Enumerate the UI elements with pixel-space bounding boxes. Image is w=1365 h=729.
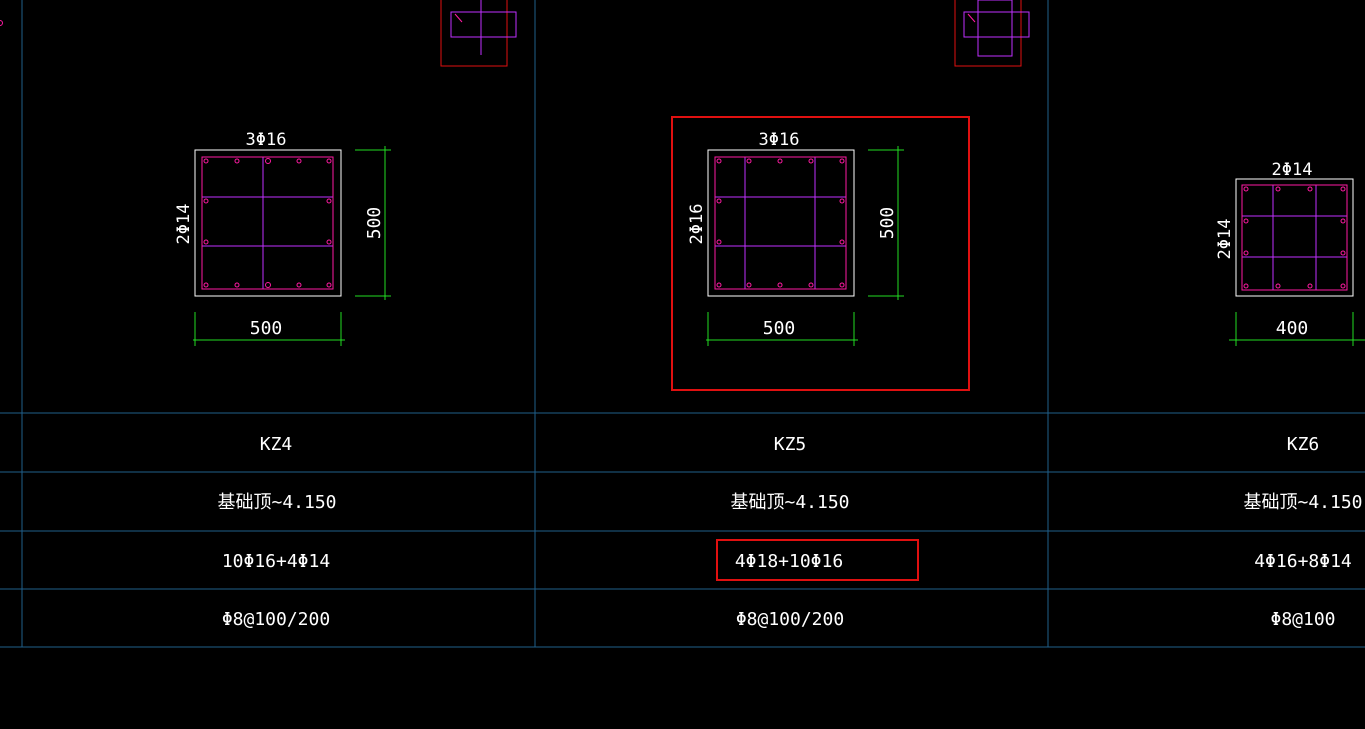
stirrup-detail-thumbnail [440,0,517,67]
cell-elevation-kz4[interactable]: 基础顶~4.150 [217,492,336,513]
table-grid [0,0,1365,648]
table-row-elevation: 基础顶~4.150 基础顶~4.150 基础顶~4.150 [217,492,1362,513]
stirrup-lines [1242,185,1347,290]
dimension-height [355,146,391,300]
cell-name-kz6[interactable]: KZ6 [1287,434,1320,455]
cell-longitudinal-kz5[interactable]: 4Φ18+10Φ16 [735,551,843,572]
stirrup-lines [202,157,333,289]
side-rebar-label: 2Φ16 [687,204,707,245]
cell-name-kz4[interactable]: KZ4 [260,434,293,455]
dimension-height [868,146,904,300]
main-stirrup [201,156,334,290]
side-rebar-label: 2Φ14 [174,204,194,245]
rebar-dots [203,158,332,288]
top-rebar-label: 2Φ14 [1272,160,1313,180]
rebar-dots [716,158,845,288]
rebar-dots [1243,186,1346,289]
dim-width-label: 400 [1276,318,1309,339]
cell-elevation-kz5[interactable]: 基础顶~4.150 [730,492,849,513]
dimension-width [193,312,345,346]
dim-height-label: 500 [877,207,898,240]
cell-stirrup-kz6[interactable]: Φ8@100 [1270,609,1335,630]
column-outline [707,149,855,297]
main-stirrup [1241,184,1348,291]
main-stirrup [714,156,847,290]
column-outline [194,149,342,297]
section-kz6[interactable]: 2Φ14 2Φ14 400 [1215,160,1365,346]
cell-name-kz5[interactable]: KZ5 [774,434,807,455]
table-row-longitudinal: 10Φ16+4Φ14 4Φ18+10Φ16 4Φ16+8Φ14 [222,539,1352,581]
top-rebar-label: 3Φ16 [246,130,287,150]
side-rebar-label: 2Φ14 [1215,219,1235,260]
section-kz5[interactable]: 3Φ16 2Φ16 500 500 [671,0,1030,391]
section-kz4[interactable]: 3Φ16 2Φ14 500 500 [174,0,517,346]
cell-longitudinal-kz4[interactable]: 10Φ16+4Φ14 [222,551,330,572]
stirrup-detail-thumbnail [954,0,1030,67]
cell-stirrup-kz5[interactable]: Φ8@100/200 [736,609,844,630]
column-outline [1235,178,1354,297]
edge-rebar-fragment [0,20,3,26]
cell-stirrup-kz4[interactable]: Φ8@100/200 [222,609,330,630]
highlight-box-longitudinal [716,539,919,581]
dimension-width [706,312,858,346]
top-rebar-label: 3Φ16 [759,130,800,150]
dimension-width [1229,312,1365,346]
dim-width-label: 500 [250,318,283,339]
table-row-name: KZ4 KZ5 KZ6 [260,434,1320,455]
highlight-box-section [671,116,970,391]
dim-height-label: 500 [364,207,385,240]
dim-width-label: 500 [763,318,796,339]
stirrup-lines [715,157,846,289]
cell-longitudinal-kz6[interactable]: 4Φ16+8Φ14 [1254,551,1352,572]
table-row-stirrup: Φ8@100/200 Φ8@100/200 Φ8@100 [222,609,1336,630]
cell-elevation-kz6[interactable]: 基础顶~4.150 [1243,492,1362,513]
